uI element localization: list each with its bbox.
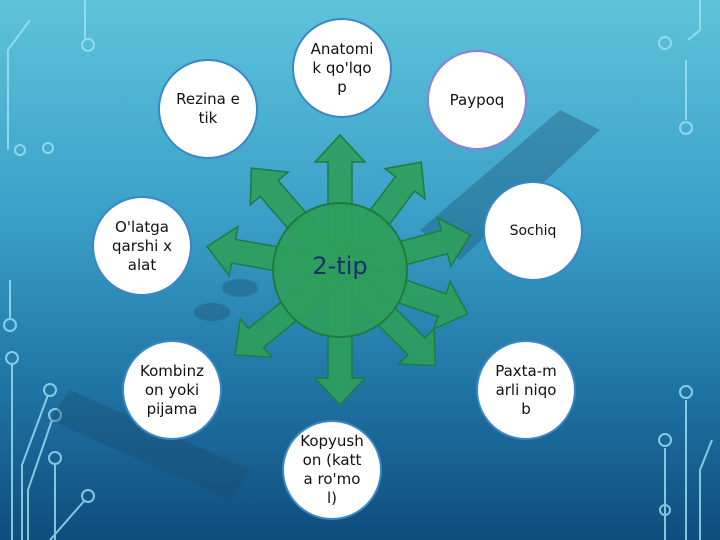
node-rubber-boots: Rezina etik	[158, 59, 258, 159]
node-hood: Kopyushon (katta ro'mol)	[282, 420, 382, 520]
node-socks: Paypoq	[427, 50, 527, 150]
node-label: O'latga qarshi xalat	[111, 217, 172, 274]
node-label: Paypoq	[449, 90, 505, 109]
node-towel: Sochiq	[483, 181, 583, 281]
node-overalls: Kombinzon yoki pijama	[122, 340, 222, 440]
circuit-lines-right	[658, 0, 713, 540]
node-label: Anatomik qo'lqop	[310, 39, 374, 96]
node-plague-suit: O'latga qarshi xalat	[92, 196, 192, 296]
center-label: 2-tip	[312, 252, 368, 280]
center-circle	[272, 202, 408, 338]
circuit-lines-left	[3, 0, 95, 540]
node-label: Kombinzon yoki pijama	[140, 361, 204, 418]
watermark-shapes	[50, 110, 600, 500]
node-cotton-mask: Paxta-marli niqob	[476, 340, 576, 440]
node-label: Kopyushon (katta ro'mol)	[300, 432, 364, 507]
node-anatomical-gloves: Anatomik qo'lqop	[292, 18, 392, 118]
node-label: Paxta-marli niqob	[495, 361, 557, 418]
node-label: Rezina etik	[176, 90, 240, 127]
node-label: Sochiq	[509, 222, 557, 239]
